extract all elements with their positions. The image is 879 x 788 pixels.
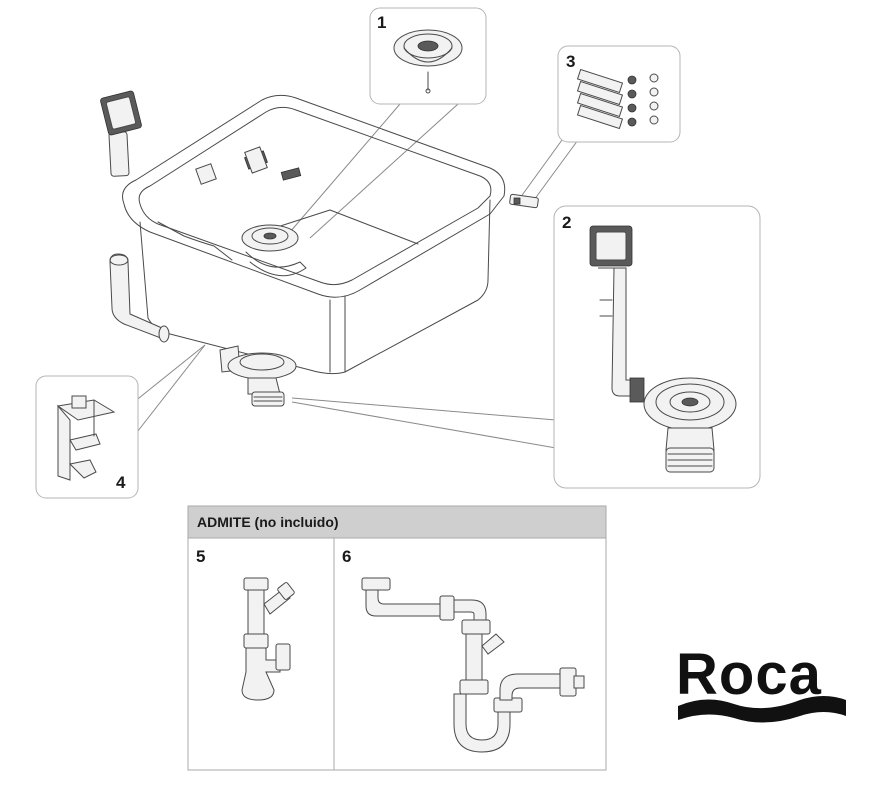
fixing-kit — [576, 68, 659, 130]
fixing-clip — [509, 193, 539, 209]
part-3-box: 3 — [557, 45, 681, 143]
sink-bowl — [122, 94, 506, 375]
tubular-trap — [361, 577, 585, 753]
strainer-basket — [393, 29, 463, 94]
accessories-header-bar — [187, 505, 607, 539]
leader-lines — [133, 103, 579, 449]
brand-logo-wave — [678, 696, 846, 723]
part-1-box: 1 — [369, 7, 487, 105]
accessories-header: ADMITE (no incluido) — [197, 514, 339, 530]
callout-number-1: 1 — [377, 13, 386, 32]
part-4-box: 4 — [35, 375, 139, 499]
overflow-head — [100, 90, 142, 177]
callout-number-3: 3 — [566, 52, 575, 71]
callout-number-2: 2 — [562, 213, 571, 232]
callout-number-4: 4 — [116, 473, 126, 492]
drain-valve-with-overflow — [589, 225, 737, 473]
mounting-clamp — [56, 395, 116, 481]
callout-number-6: 6 — [342, 547, 351, 566]
callout-number-5: 5 — [196, 547, 205, 566]
roca-logo: Roca — [676, 642, 846, 723]
part-2-box: 2 — [553, 205, 761, 489]
accessories-panel: ADMITE (no incluido) 5 6 — [187, 505, 607, 771]
bottle-trap — [241, 577, 295, 701]
drain-assembly — [219, 345, 297, 407]
overflow-pipe — [109, 253, 170, 343]
brand-logo-text: Roca — [676, 642, 822, 707]
